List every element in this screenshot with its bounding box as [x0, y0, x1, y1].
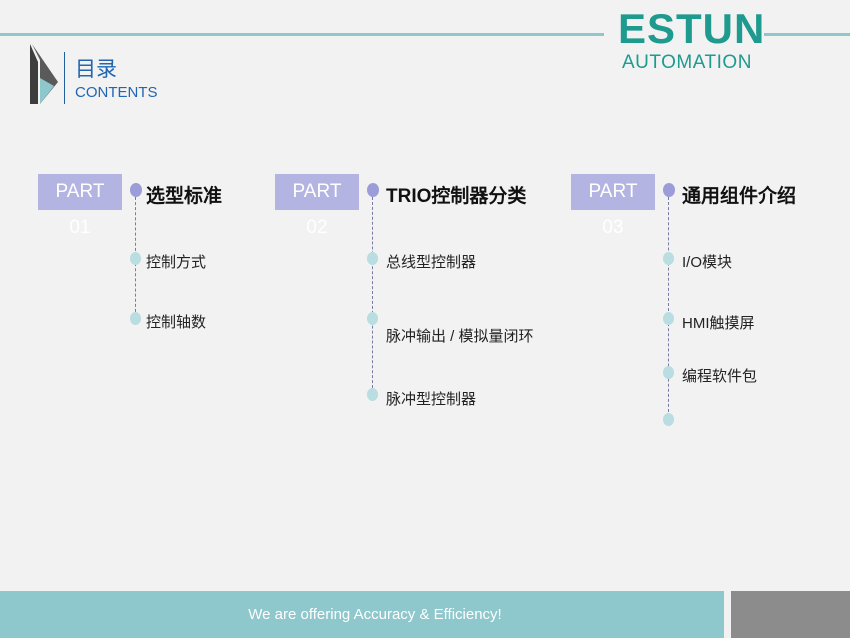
part-02-badge: PART 02	[275, 174, 359, 238]
part-03-item: I/O模块	[682, 254, 733, 271]
part-03-item-dot	[663, 312, 674, 325]
part-01-title: 选型标准	[146, 186, 223, 207]
part-02-dot	[367, 183, 379, 197]
triangle-mark-icon	[30, 44, 58, 104]
footer-slogan: We are offering Accuracy & Efficiency!	[248, 606, 502, 623]
part-02-item: 脉冲输出 / 模拟量闭环	[386, 328, 534, 345]
part-01-item-dot	[130, 312, 141, 325]
part-02-item: 脉冲型控制器	[386, 391, 477, 408]
part-01-badge: PART 01	[38, 174, 122, 238]
part-02-item-dot	[367, 312, 378, 325]
part-03-badge: PART 03	[571, 174, 655, 238]
part-03-end-dot	[663, 413, 674, 426]
page-title: 目录	[75, 58, 117, 81]
part-02-connector	[372, 197, 373, 393]
header-rule-right	[764, 33, 850, 36]
part-02-item-dot	[367, 388, 378, 401]
part-03-connector	[668, 197, 669, 417]
part-03-title: 通用组件介绍	[682, 186, 797, 207]
part-03-item: 编程软件包	[682, 368, 758, 385]
part-03-dot	[663, 183, 675, 197]
page-subtitle: CONTENTS	[75, 84, 158, 101]
title-divider	[64, 52, 65, 104]
estun-logo: ESTUN	[618, 5, 766, 52]
estun-logo-subtitle: AUTOMATION	[622, 52, 752, 73]
footer-gray-block	[731, 591, 850, 638]
part-01-item: 控制方式	[146, 254, 207, 271]
part-03-item-dot	[663, 366, 674, 379]
part-02-title: TRIO控制器分类	[386, 186, 527, 207]
part-02-item: 总线型控制器	[386, 254, 477, 271]
header-rule-left	[0, 33, 604, 36]
part-03-item-dot	[663, 252, 674, 265]
part-02-item-dot	[367, 252, 378, 265]
part-01-item: 控制轴数	[146, 314, 207, 331]
footer-band: We are offering Accuracy & Efficiency!	[0, 591, 724, 638]
part-03-item: HMI触摸屏	[682, 315, 755, 332]
part-01-item-dot	[130, 252, 141, 265]
part-01-dot	[130, 183, 142, 197]
